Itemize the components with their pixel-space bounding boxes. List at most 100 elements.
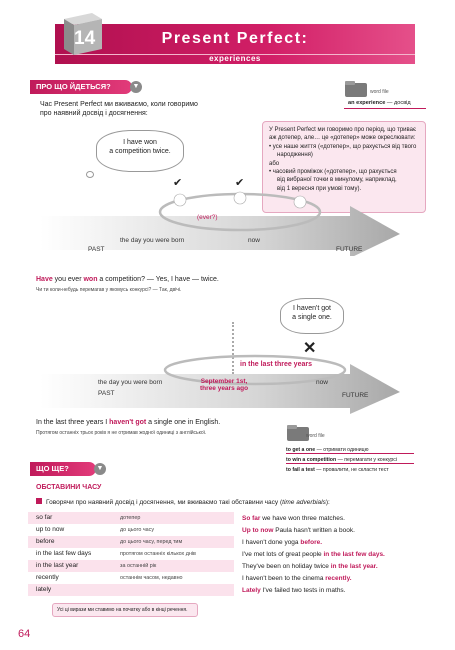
section-more-label: ЩО ЩЕ?	[36, 464, 69, 473]
adverbial-ua: останнім часом, недавно	[120, 575, 183, 581]
period-label: in the last three years	[240, 361, 312, 368]
word-file-entry-en: to get a one	[286, 447, 316, 453]
cloud-text: a single one.	[292, 314, 332, 321]
example-line: I've met lots of great people in the las…	[242, 549, 385, 561]
note-line: У Present Perfect ми говоримо про період…	[269, 127, 417, 133]
adverbial-en: recently	[36, 574, 59, 581]
chevron-down-icon: ▼	[130, 81, 142, 93]
word-file-entry-ua: — перемагати у конкурсі	[337, 457, 398, 463]
note-bullet: • усе наше життя («дотепер», що рахуєтьс…	[269, 143, 417, 150]
note-bullet-text: усе наше життя («дотепер», що рахується …	[272, 143, 417, 150]
intro-line: про наявний досвід і досягнення:	[40, 110, 148, 117]
checkmark-icon: ✔	[173, 177, 183, 189]
chevron-down-icon: ▼	[94, 463, 106, 475]
intro-text-part: ):	[325, 499, 330, 506]
example-text: In the last three years I	[36, 419, 110, 426]
adverbial-en: up to now	[36, 526, 65, 533]
example-text: They've been on holiday twice	[242, 563, 331, 570]
example-text: I haven't been to the cinema	[242, 575, 326, 582]
now-label: now	[248, 237, 260, 244]
intro-text-part: Говорячи про наявний досвід і досягнення…	[46, 499, 283, 506]
header-separator	[55, 54, 415, 55]
adverbial-row: recently останнім часом, недавно	[28, 572, 234, 584]
word-file-label: word file	[370, 89, 389, 95]
adverbial-ua: протягом останніх кількох днів	[120, 551, 196, 557]
example-highlight: Lately	[242, 587, 261, 594]
example-highlight: in the last year.	[330, 563, 378, 570]
note-or: або	[269, 160, 280, 167]
word-file-entry-en: to fail a test	[286, 467, 315, 473]
example-highlight: won	[83, 276, 98, 283]
note-bullet-text: часовий проміжок («дотепер», що рахуєтьс…	[272, 169, 397, 176]
note-line: аж дотепер, але… це «дотепер» може окрес…	[269, 135, 416, 142]
example-text: you ever	[52, 276, 84, 283]
example-highlight: recently.	[325, 575, 352, 582]
word-file-divider	[344, 108, 426, 109]
word-file-entry: to win a competition — перемагати у конк…	[286, 455, 397, 465]
example-highlight: in the last few days.	[323, 551, 385, 558]
example-highlight: Have	[36, 276, 53, 283]
word-file-divider	[286, 463, 414, 464]
september-line: September 1st,	[200, 378, 248, 385]
cross-icon: ✕	[303, 340, 317, 357]
dotted-marker	[232, 322, 236, 374]
note-bullet: • часовий проміжок («дотепер», що рахуєт…	[269, 169, 397, 176]
example-text: I've failed two tests in maths.	[260, 587, 346, 594]
adverbial-ua: до цього часу, перед тим	[120, 539, 183, 545]
adverbial-row: so far дотепер	[28, 512, 234, 524]
adverbial-examples: So far we have won three matches. Up to …	[242, 513, 385, 597]
example-highlight: before.	[300, 539, 323, 546]
example-line: I haven't been to the cinema recently.	[242, 573, 385, 585]
example-line: They've been on holiday twice in the las…	[242, 561, 385, 573]
example-sentence-2: In the last three years I haven't got a …	[36, 419, 220, 426]
note-bullet-cont: від вибраної точки в минулому, наприклад…	[277, 177, 397, 184]
cloud-text: I haven't got	[293, 305, 331, 312]
section-about-tab: ПРО ЩО ЙДЕТЬСЯ? ▼	[30, 80, 142, 94]
example-highlight: haven't got	[109, 419, 147, 426]
example-sentence-1: Have you ever won a competition? — Yes, …	[36, 276, 219, 283]
adverbials-table: so far дотепер up to now до цього часу b…	[28, 512, 234, 596]
page-number: 64	[18, 628, 31, 640]
adverbial-row: before до цього часу, перед тим	[28, 536, 234, 548]
word-file-entry-ua: — провалити, не скласти тест	[316, 467, 389, 473]
adverbial-ua: дотепер	[120, 515, 141, 521]
unit-number-cube-icon	[64, 13, 102, 55]
adverbial-row: in the last year за останній рік	[28, 560, 234, 572]
september-line: three years ago	[200, 385, 249, 392]
cloud-bubble	[86, 171, 94, 178]
section-more-tab: ЩО ЩЕ? ▼	[30, 462, 106, 476]
thought-cloud: I have won a competition twice.	[96, 130, 184, 172]
adverbial-ua: за останній рік	[120, 563, 157, 569]
word-file-list: to get a one — отримати одиницю to win a…	[286, 445, 397, 475]
adverbial-row: lately	[28, 584, 234, 596]
adverbials-heading: ОБСТАВИНИ ЧАСУ	[36, 484, 102, 491]
word-file-folder-icon	[287, 425, 309, 441]
adverbial-en: lately	[36, 586, 52, 593]
example-line: Up to now Paula hasn't written a book.	[242, 525, 385, 537]
future-label: FUTURE	[342, 392, 369, 399]
example-text: we have won three matches.	[260, 515, 345, 522]
word-file-entry: to get a one — отримати одиницю	[286, 445, 397, 455]
past-label: PAST	[98, 390, 115, 397]
word-file-label: word file	[306, 433, 325, 439]
bullet-square	[36, 498, 42, 504]
adverbial-en: in the last few days	[36, 550, 92, 557]
word-file-entry: to fail a test — провалити, не скласти т…	[286, 465, 397, 475]
september-label: September 1st, three years ago	[200, 378, 248, 392]
footnote-box: Усі ці вирази ми ставимо на початку або …	[52, 603, 198, 617]
example-translation-2: Протягом останніх трьох років я не отрим…	[36, 430, 207, 436]
word-file-folder-icon	[345, 81, 367, 97]
word-file-divider	[286, 453, 414, 454]
cloud-text: a competition twice.	[109, 148, 171, 155]
now-label: now	[316, 379, 328, 386]
ever-label: (ever?)	[197, 214, 218, 221]
word-file-entry-ua: — отримати одиницю	[316, 447, 369, 453]
example-translation-1: Чи ти коли-небудь перемагав у якомусь ко…	[36, 287, 182, 293]
timeline-arrow-1	[40, 191, 400, 256]
word-file-entry: an experience — досвід	[348, 100, 411, 106]
example-highlight: So far	[242, 515, 261, 522]
adverbial-ua: до цього часу	[120, 527, 155, 533]
intro-text-italic: time adverbials	[282, 499, 326, 506]
unit-subtitle: experiences	[209, 54, 261, 63]
unit-number: 14	[74, 28, 96, 49]
